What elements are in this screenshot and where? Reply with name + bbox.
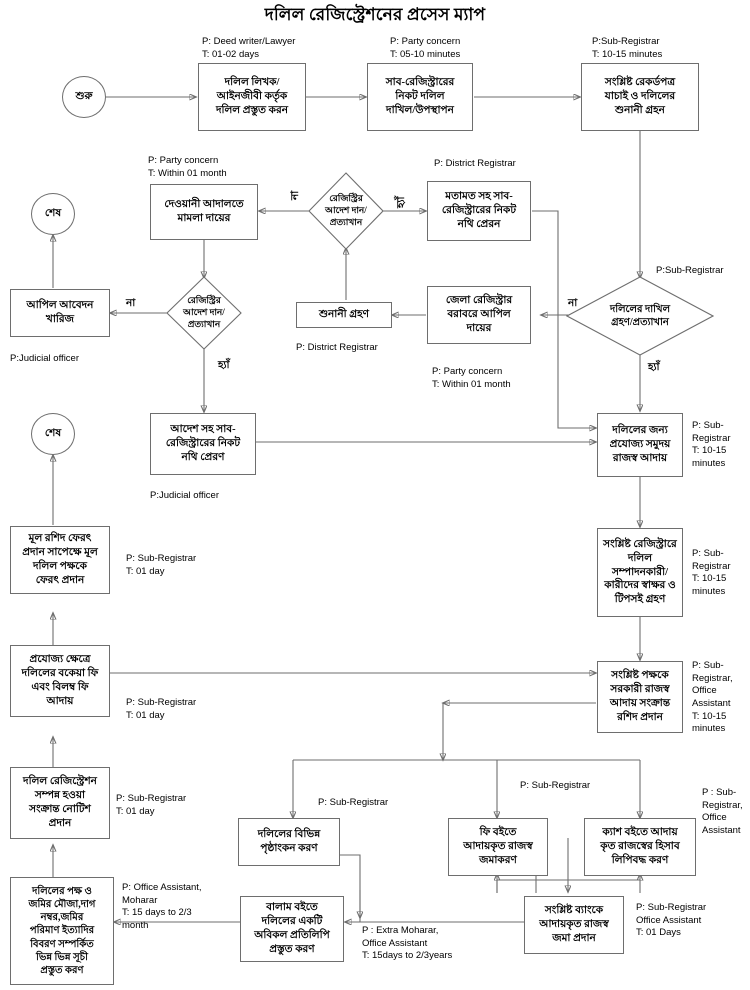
node-collect-revenue[interactable]: দলিলের জন্য প্রযোজ্য সমুদয় রাজস্ব আদায়: [597, 413, 683, 477]
annotation-bank-deposit: P: Sub-Registrar Office Assistant T: 01 …: [636, 902, 707, 939]
node-endorsement[interactable]: দলিলের বিভিন্ন পৃষ্ঠাংকন করণ: [238, 818, 340, 866]
annotation-collect-revenue: P: Sub- Registrar T: 10-15 minutes: [692, 420, 731, 469]
node-signature[interactable]: সংশ্লিষ্ট রেজিস্ট্রারে দলিল সম্পাদনকারী/…: [597, 528, 683, 617]
node-court-order-decision[interactable]: রেজিস্ট্রির আদেশ দান/ প্রত্যাখান: [166, 276, 242, 350]
annotation-prepare-deed: P: Deed writer/Lawyer T: 01-02 days: [202, 36, 296, 60]
annotation-appeal-district: P: Party concern T: Within 01 month: [432, 366, 511, 390]
node-bank-deposit[interactable]: সংশ্লিষ্ট ব্যাংকে আদায়কৃত রাজস্ব জমা প্…: [524, 896, 624, 954]
node-due-fee[interactable]: প্রযোজ্য ক্ষেত্রে দলিলের বকেয়া ফি এবং ব…: [10, 645, 110, 717]
annotation-fee-book: P: Sub-Registrar: [520, 780, 591, 791]
node-receipt[interactable]: সংশ্লিষ্ট পক্ষকে সরকারী রাজস্ব আদায় সংক…: [597, 661, 683, 733]
annotation-due-fee: P: Sub-Registrar T: 01 day: [126, 697, 197, 721]
branch-label-registrar-order-no: না: [290, 190, 301, 200]
node-return-deed[interactable]: মূল রশিদ ফেরৎ প্রদান সাপেক্ষে মূল দলিল প…: [10, 526, 110, 594]
node-hearing[interactable]: শুনানী গ্রহণ: [296, 302, 392, 328]
branch-label-registrar-order-yes: হ্যাঁ: [396, 196, 407, 208]
branch-label-accept-reject-yes: হ্যাঁ: [648, 362, 660, 373]
node-registrar-order-decision[interactable]: রেজিস্ট্রির আদেশ দান/ প্রত্যাখান: [308, 172, 384, 250]
annotation-send-file-opinion: P: District Registrar: [434, 158, 516, 169]
annotation-verify-records: P:Sub-Registrar T: 10-15 minutes: [592, 36, 663, 60]
annotation-signature: P: Sub- Registrar T: 10-15 minutes: [692, 548, 731, 597]
branch-label-court-order-yes: হ্যাঁ: [218, 360, 230, 371]
node-cash-book[interactable]: ক্যাশ বইতে আদায় কৃত রাজস্বের হিসাব লিপি…: [584, 818, 696, 876]
node-start[interactable]: শুরু: [62, 76, 106, 118]
node-accept-reject-decision[interactable]: দলিলের দাখিল গ্রহণ/প্রত্যাখান: [566, 276, 714, 356]
node-appeal-district[interactable]: জেলা রেজিস্ট্রার বরাবরে আপিল দায়ের: [427, 286, 531, 344]
node-appeal-rejected[interactable]: আপিল আবেদন খারিজ: [10, 289, 110, 337]
node-submit-deed[interactable]: সাব-রেজিস্ট্রারের নিকট দলিল দাখিল/উপস্থা…: [367, 63, 473, 131]
annotation-balam-copy: P : Extra Moharar, Office Assistant T: 1…: [362, 925, 453, 962]
annotation-notice: P: Sub-Registrar T: 01 day: [116, 793, 187, 817]
annotation-return-deed: P: Sub-Registrar T: 01 day: [126, 553, 197, 577]
node-accept-reject-label: দলিলের দাখিল গ্রহণ/প্রত্যাখান: [609, 304, 671, 328]
annotation-appeal-rejected: P:Judicial officer: [10, 353, 79, 364]
node-end-top[interactable]: শেষ: [31, 193, 75, 235]
annotation-cash-book: P : Sub- Registrar, Office Assistant: [702, 787, 743, 836]
node-registrar-order-label: রেজিস্ট্রির আদেশ দান/ প্রত্যাখান: [325, 193, 367, 227]
node-index-prepare[interactable]: দলিলের পক্ষ ও জমির মৌজা,দাগ নম্বর,জমির প…: [10, 877, 114, 985]
branch-label-accept-reject-no: না: [568, 298, 578, 309]
node-court-order-label: রেজিস্ট্রির আদেশ দান/ প্রত্যাখান: [183, 295, 225, 329]
node-verify-records[interactable]: সংশ্লিষ্ট রেকর্ডপত্র যাচাই ও দলিলের শুনা…: [581, 63, 699, 131]
node-fee-book[interactable]: ফি বইতে আদায়কৃত রাজস্ব জমাকরণ: [448, 818, 548, 876]
annotation-endorsement: P: Sub-Registrar: [318, 797, 389, 808]
node-send-file-opinion[interactable]: মতামত সহ সাব- রেজিস্ট্রারের নিকট নথি প্র…: [427, 181, 531, 241]
node-end-mid[interactable]: শেষ: [31, 413, 75, 455]
page-title: দলিল রেজিস্ট্রেশনের প্রসেস ম্যাপ: [264, 5, 486, 24]
node-prepare-deed[interactable]: দলিল লিখক/ আইনজীবী কর্তৃক দলিল প্রস্তুত …: [198, 63, 306, 131]
annotation-hearing: P: District Registrar: [296, 342, 378, 353]
node-civil-court[interactable]: দেওয়ানী আদালতে মামলা দায়ের: [150, 184, 258, 240]
annotation-send-file-order: P:Judicial officer: [150, 490, 219, 501]
node-send-file-order[interactable]: আদেশ সহ সাব- রেজিস্ট্রারের নিকট নথি প্রে…: [150, 413, 256, 475]
branch-label-court-order-no: না: [126, 298, 136, 309]
annotation-receipt: P: Sub- Registrar, Office Assistant T: 1…: [692, 660, 733, 735]
annotation-civil-court: P: Party concern T: Within 01 month: [148, 155, 227, 179]
annotation-submit-deed: P: Party concern T: 05-10 minutes: [390, 36, 461, 60]
node-balam-copy[interactable]: বালাম বইতে দলিলের একটি অবিকল প্রতিলিপি প…: [240, 896, 344, 962]
annotation-accept-reject: P:Sub-Registrar: [656, 265, 724, 276]
annotation-index-prepare: P: Office Assistant, Moharar T: 15 days …: [122, 882, 202, 931]
node-notice[interactable]: দলিল রেজিস্ট্রেশন সম্পন্ন হওয়া সংক্রান্…: [10, 767, 110, 839]
